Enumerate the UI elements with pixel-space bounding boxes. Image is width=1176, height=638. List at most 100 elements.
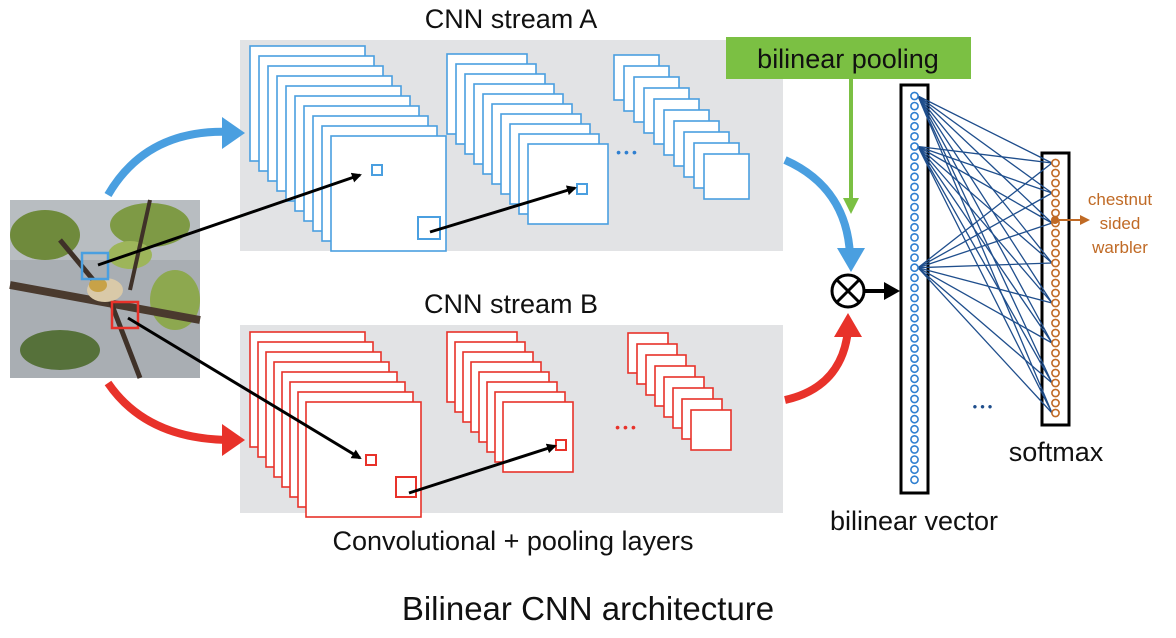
feature-map [502,401,574,473]
feature-map-stacks [249,45,750,518]
connection-edge [917,95,1053,384]
stream-b-label: CNN stream B [424,289,598,319]
fully-connected-edges [917,95,1053,414]
vector-unit [910,202,919,212]
connection-edge [917,162,1053,269]
vector-unit [910,142,919,151]
connection-edge [917,267,1053,414]
vector-unit [910,374,919,384]
connection-edge [917,95,1053,194]
input-patch-b [110,300,140,330]
patch-a2-small [576,183,588,195]
vector-unit [910,424,919,434]
vector-unit [910,475,919,485]
stream-b-stack-2 [446,331,574,473]
softmax-units [1051,158,1060,418]
vector-unit [910,162,919,172]
vector-unit [910,293,919,303]
vector-unit [910,243,919,252]
vector-unit [910,384,919,394]
softmax-unit [1051,178,1060,188]
output-ellipsis: ••• [973,399,996,414]
bilinear-vector-label: bilinear vector [830,506,998,536]
connection-edge [917,95,1053,224]
vector-unit [910,344,919,353]
patch-b1-small [365,454,377,466]
softmax-unit [1051,308,1060,318]
softmax-unit [1051,338,1060,348]
stream-a-stack-1 [249,45,447,252]
bilinear-pooling-box [726,37,971,79]
class-label-line2: sided [1100,214,1141,233]
connection-edge [917,145,1053,194]
softmax-unit [1051,378,1060,388]
softmax-unit [1051,288,1060,298]
bilinear-vector-units [910,91,919,485]
connection-edge [917,95,1053,344]
feature-map [330,135,447,252]
stream-b-to-operator-arrow [784,313,862,404]
softmax-unit [1051,168,1060,178]
vector-unit [910,333,919,343]
softmax-unit [1051,188,1060,198]
conv-layers-label: Convolutional + pooling layers [333,526,694,556]
vector-unit [910,455,919,464]
stream-a-stack-3 [613,54,750,200]
vector-unit [910,404,919,414]
vector-unit [910,121,919,131]
vector-unit [910,283,919,293]
vector-unit [910,131,919,141]
vector-unit [910,101,919,111]
vector-unit [910,91,919,101]
stream-a-label: CNN stream A [425,4,598,34]
softmax-unit [1051,198,1060,208]
feature-map [690,409,732,451]
softmax-unit [1051,268,1060,278]
softmax-unit [1051,368,1060,378]
connection-edge [917,146,1053,304]
vector-unit [910,222,919,232]
vector-unit [910,273,919,283]
connection-edge [917,262,1053,269]
vector-unit [910,172,919,182]
vector-unit [910,152,919,161]
class-output-arrow [1051,215,1090,225]
vector-unit [910,313,919,323]
stream-a-arrow [104,117,245,198]
connection-edge [917,95,1053,264]
operator-to-vector-arrow [864,282,900,300]
stream-b-arrow [104,380,245,456]
vector-unit [910,323,919,333]
vector-unit [910,182,919,192]
vector-unit [910,192,919,202]
softmax-unit [1051,318,1060,328]
softmax-label: softmax [1009,437,1104,467]
vector-unit [910,394,919,404]
connection-edge [917,222,1053,269]
patch-b1-large [395,476,417,498]
class-label-line1: chestnut [1088,190,1153,209]
softmax-unit [1051,398,1060,408]
connection-edge [917,267,1053,344]
feature-map [527,143,609,225]
softmax-unit [1051,278,1060,288]
stream-a-ellipsis: ••• [616,144,640,160]
vector-unit [910,212,919,222]
connection-edge [917,95,1053,164]
connection-edge [917,146,1053,264]
feature-map [703,153,750,200]
stream-a-to-operator-arrow [783,156,865,272]
vector-unit [910,445,919,454]
softmax-unit [1051,238,1060,248]
pooling-arrow [843,79,859,214]
stream-b-stack-3 [627,332,732,451]
input-patch-a [80,251,110,281]
vector-unit [910,364,919,374]
connection-edge [917,145,1053,164]
stream-b-ellipsis: ••• [615,419,639,435]
vector-unit [910,414,919,424]
input-bird-image [9,199,201,379]
patch-a1-small [371,164,383,176]
softmax-unit [1051,408,1060,418]
